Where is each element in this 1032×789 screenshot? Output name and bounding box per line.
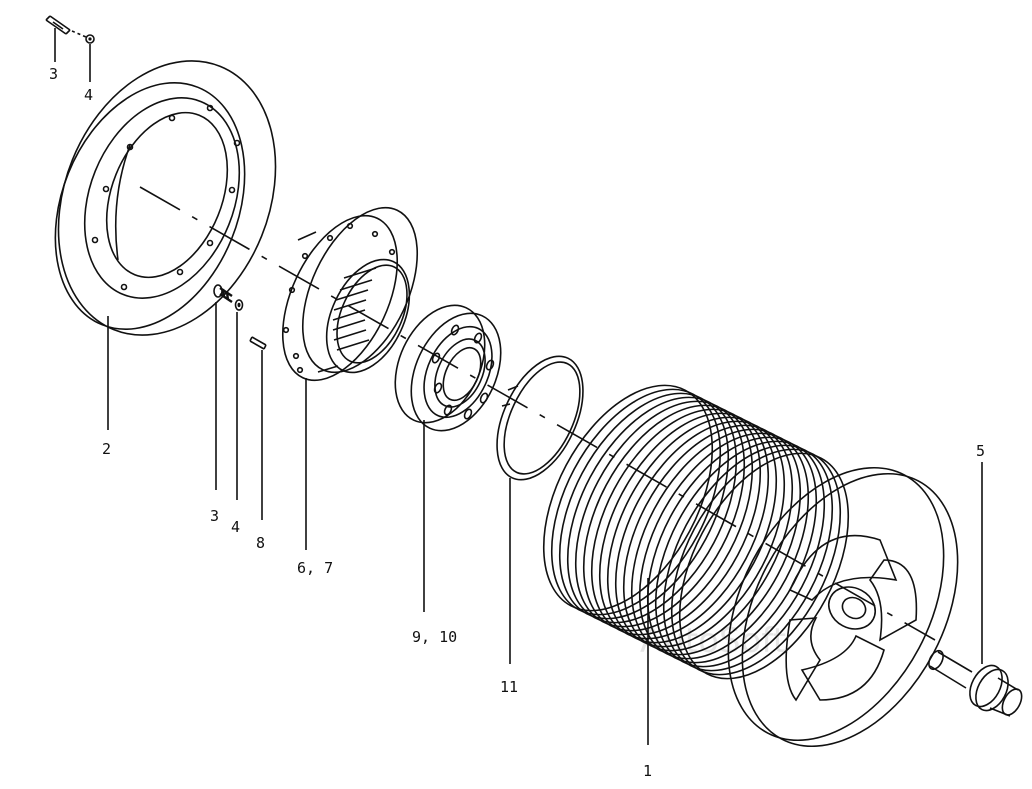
bolt-top [45, 15, 87, 38]
callout-8: 8 [256, 534, 265, 552]
callout-2: 2 [102, 440, 111, 458]
bearing [394, 304, 502, 432]
shaft-end [928, 649, 1023, 717]
callout-4-mid: 4 [231, 518, 240, 536]
washer-top [85, 34, 95, 44]
callout-3-mid: 3 [210, 507, 219, 525]
washer-mid [234, 299, 244, 311]
callout-4-top: 4 [84, 86, 93, 104]
callout-11: 11 [500, 678, 518, 696]
splined-hub [281, 206, 419, 382]
callout-1: 1 [643, 762, 652, 780]
grooved-drum [542, 384, 959, 748]
callout-3-top: 3 [49, 65, 58, 83]
assembly-axis [139, 186, 936, 641]
snap-ring [496, 355, 584, 481]
callout-5: 5 [976, 442, 985, 460]
bolt-mid [213, 284, 233, 303]
callout-9-10: 9, 10 [412, 628, 457, 646]
pin [249, 336, 267, 350]
callout-6-7: 6, 7 [297, 559, 333, 577]
flange-ring [54, 60, 277, 336]
